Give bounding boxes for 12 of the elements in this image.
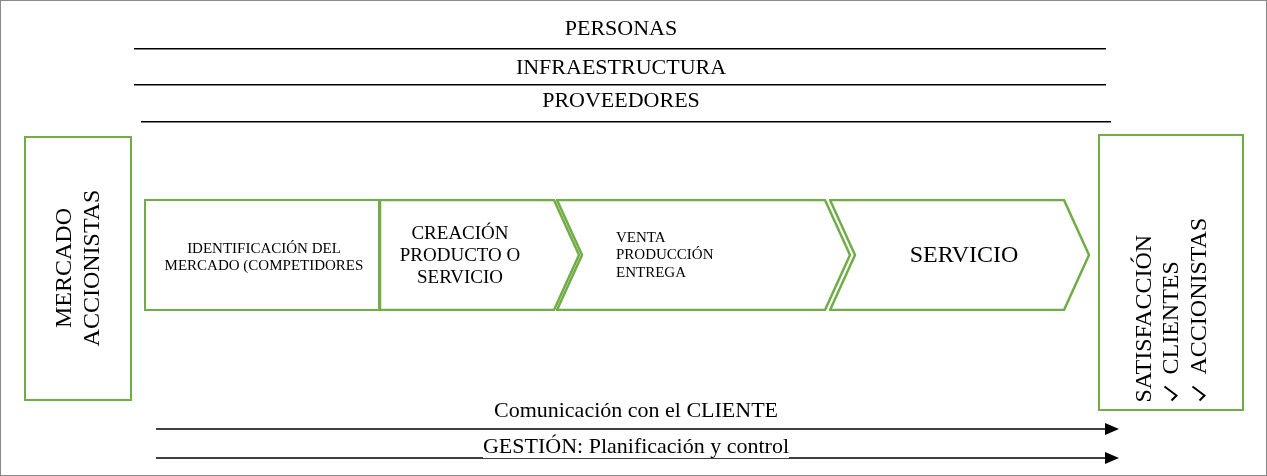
side-box [24, 136, 132, 401]
process-box [144, 199, 380, 311]
step-label: VENTA PRODUCCIÓN ENTREGA [616, 229, 715, 281]
box-label: MERCADO ACCIONISTAS [49, 188, 105, 349]
step-label: CREACIÓN PRODUCTO O SERVICIO [398, 222, 522, 288]
step-label: IDENTIFICACIÓN DEL MERCADO (COMPETIDORES [163, 239, 365, 275]
box-label: SATISFACCIÓN [1129, 234, 1157, 403]
step-label: SERVICIO [908, 241, 1020, 269]
box-label: ACCIONISTAS [1184, 217, 1212, 375]
arrow-label: GESTIÓN: Planificación y control [482, 433, 790, 458]
box-label: CLIENTES [1156, 261, 1184, 375]
side-box [1098, 134, 1244, 411]
